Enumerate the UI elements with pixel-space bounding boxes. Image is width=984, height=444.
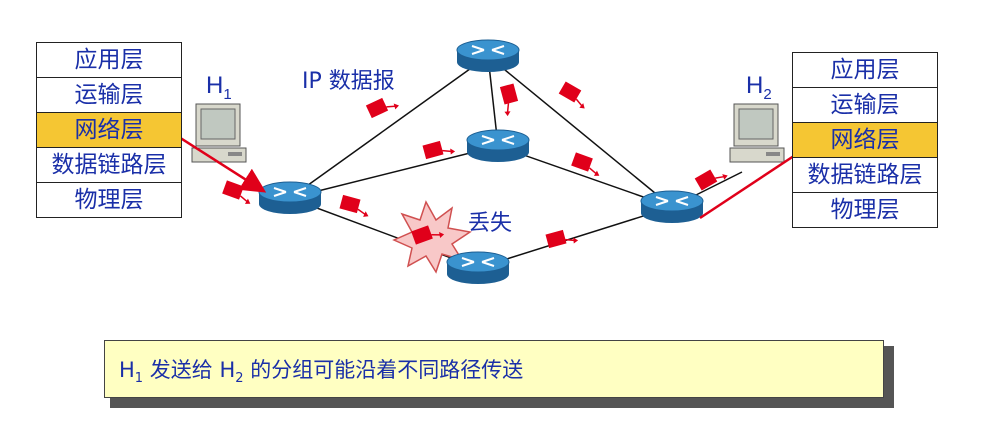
host-h1-label: H1	[206, 72, 232, 103]
layer-link: 数据链路层	[793, 158, 937, 193]
ip-datagram-label: IP 数据报	[302, 69, 395, 94]
layer-application: 应用层	[37, 43, 181, 78]
caption-h2-letter: H	[219, 358, 236, 382]
layer-physical: 物理层	[74, 187, 144, 213]
h1-protocol-stack: 应用层 运输层 网络层 数据链路层 物理层	[36, 42, 182, 218]
link-r1-rbot	[289, 197, 479, 269]
host-h2-letter: H	[746, 72, 764, 99]
host-h2-label: H2	[746, 72, 772, 103]
host-h1-subscript: 1	[223, 86, 232, 103]
link-rbot-r2	[477, 206, 673, 269]
layer-transport: 运输层	[37, 78, 181, 113]
host-h2-computer-icon	[729, 103, 785, 163]
layer-network: 网络层	[37, 113, 181, 148]
layer-link: 数据链路层	[37, 148, 181, 183]
h2-protocol-stack: 应用层 运输层 网络层 数据链路层 物理层	[792, 52, 938, 228]
caption-end: 的分组可能沿着不同路径传送	[243, 358, 524, 382]
caption-text: H1 发送给 H2 的分组可能沿着不同路径传送	[119, 354, 523, 386]
host-h2-subscript: 2	[763, 86, 772, 103]
layer-physical: 物理层	[830, 197, 900, 223]
layer-application: 应用层	[793, 53, 937, 88]
caption-h1-sub: 1	[134, 371, 144, 386]
caption-box: H1 发送给 H2 的分组可能沿着不同路径传送	[104, 340, 884, 398]
layer-network: 网络层	[793, 123, 937, 158]
link-rtop-r2	[487, 55, 673, 208]
host-h1-letter: H	[206, 72, 224, 99]
host-h1-computer-icon	[191, 103, 247, 163]
layer-transport: 运输层	[793, 88, 937, 123]
caption-h1-letter: H	[119, 358, 135, 382]
caption-middle: 发送给	[143, 358, 220, 382]
link-r1-rtop	[289, 55, 489, 199]
caption-h2-sub: 2	[235, 371, 244, 386]
link-r1-rmid	[289, 145, 499, 199]
packet-lost-label: 丢失	[468, 211, 513, 236]
